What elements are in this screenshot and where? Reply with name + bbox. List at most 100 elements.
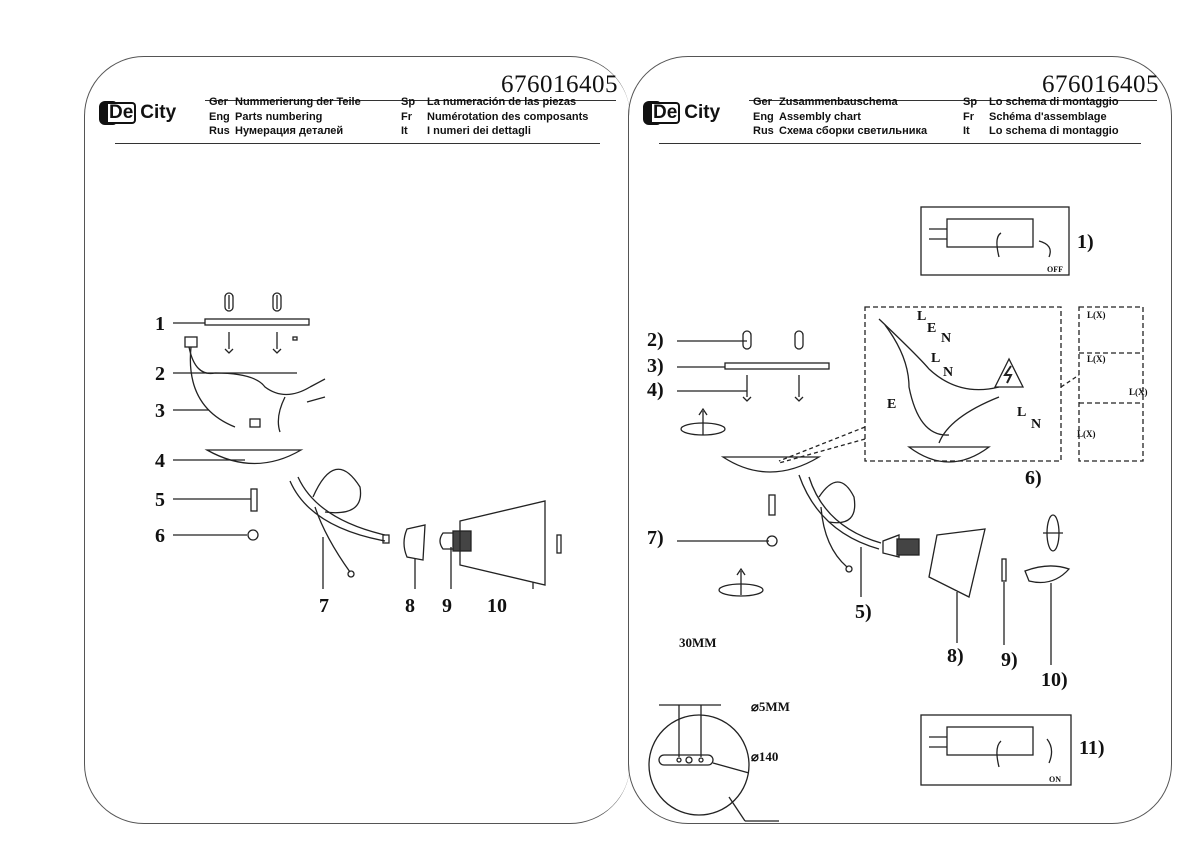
step-label-11: 11) <box>1079 737 1105 759</box>
retaining-ring <box>1001 558 1007 582</box>
flex-cable <box>312 468 362 514</box>
wall-plug-icon <box>272 292 282 312</box>
logo-city: City <box>684 102 721 123</box>
title-right-col: Sp Lo schema di montaggio Fr Schéma d'asse… <box>963 95 1119 139</box>
title-text: Zusammenbauschema <box>779 96 898 108</box>
terminal-block <box>184 336 198 348</box>
lang-code: Eng <box>209 110 230 123</box>
mount-plate-slot <box>658 754 714 766</box>
lang-code: Sp <box>963 96 978 108</box>
wire-prep-box <box>1078 306 1144 462</box>
step-label-6: 6) <box>1025 467 1042 489</box>
wire-label-l2: L <box>931 351 941 366</box>
switch-off-label: OFF <box>1047 265 1063 274</box>
part-8-cup <box>403 524 426 561</box>
part-5-tube <box>250 488 258 512</box>
lang-code: It <box>401 125 408 137</box>
title-text: La numeración de las piezas <box>427 96 577 108</box>
high-voltage-warning-icon <box>993 357 1025 388</box>
canopy <box>720 456 822 473</box>
header-rule-bottom <box>115 143 600 145</box>
detail-label-4: L(X) <box>1077 429 1096 439</box>
step-label-10: 10) <box>1041 669 1068 691</box>
part-label-6: 6 <box>155 525 165 547</box>
lang-code: Sp <box>401 96 416 108</box>
lang-code: Ger <box>753 96 772 108</box>
part-label-10: 10 <box>487 595 507 617</box>
step-label-7: 7) <box>647 527 664 549</box>
logo-de: De <box>108 102 137 124</box>
screw-icon <box>794 375 804 402</box>
lang-code: Eng <box>753 110 774 123</box>
ground-clip <box>249 418 261 428</box>
part-label-1: 1 <box>155 313 165 335</box>
wire-branches <box>277 378 326 433</box>
parts-numbering-page: 676016405 De City Ger Nummerierung der Te… <box>84 56 630 824</box>
lamp-shade <box>928 528 986 598</box>
wire-label-l3: L <box>1017 405 1027 420</box>
part-label-9: 9 <box>442 595 452 617</box>
breaker-switch-icon <box>929 218 1051 258</box>
canopy-base-circle <box>648 714 750 816</box>
breaker-switch-icon <box>929 726 1053 768</box>
title-text: Nummerierung der Teile <box>235 96 361 108</box>
part-label-5: 5 <box>155 489 165 511</box>
rotate-arrow-icon <box>718 567 764 597</box>
brand-logo: De City <box>99 101 176 125</box>
part-label-3: 3 <box>155 400 165 422</box>
lang-code: Fr <box>963 110 974 123</box>
socket <box>896 538 920 556</box>
wire-label-n: N <box>941 331 952 346</box>
header-rule-top <box>749 100 1157 102</box>
brand-logo: De City <box>643 101 720 125</box>
flex-cable <box>818 481 856 524</box>
canopy-detail <box>907 446 991 463</box>
title-text: Lo schema di montaggio <box>989 96 1119 108</box>
step-label-3: 3) <box>647 355 664 377</box>
part-10-shade <box>459 500 546 586</box>
wall-plug-icon <box>224 292 234 312</box>
detail-label-1: L(X) <box>1087 310 1106 320</box>
title-text: Parts numbering <box>235 110 323 123</box>
lang-code: It <box>963 125 970 137</box>
supply-wire <box>878 318 1000 391</box>
screw-icon <box>742 375 752 402</box>
rotate-arrow-icon <box>1043 514 1063 552</box>
lang-code: Rus <box>209 125 230 137</box>
arm-tube <box>289 480 386 542</box>
assembly-chart-page: 676016405 De City Ger Zusammenbauschema E… <box>628 56 1172 824</box>
step-label-9: 9) <box>1001 649 1018 671</box>
part-label-8: 8 <box>405 595 415 617</box>
lang-code: Ger <box>209 96 228 108</box>
hole-leader <box>712 762 750 774</box>
part-label-2: 2 <box>155 363 165 385</box>
candle-bulb-icon <box>1024 565 1071 584</box>
title-text: Schéma d'assemblage <box>989 110 1107 123</box>
lamp-holder-cup <box>882 534 900 558</box>
earth-wire <box>884 324 950 436</box>
retaining-ring <box>556 534 562 554</box>
screw-icon <box>224 332 234 354</box>
breaker-on-panel <box>920 714 1072 786</box>
lang-code: Fr <box>401 110 412 123</box>
part-label-4: 4 <box>155 450 165 472</box>
part-6-knob <box>247 529 259 541</box>
wiring-detail-box <box>864 306 1062 462</box>
header-rule-bottom <box>659 143 1141 145</box>
spacer-tube <box>768 494 776 516</box>
title-text: Assembly chart <box>779 110 861 123</box>
step-label-4: 4) <box>647 379 664 401</box>
mount-spacing-label: 30MM <box>679 635 717 650</box>
canopy <box>204 449 304 465</box>
product-code: 676016405 <box>501 71 618 98</box>
wire-harness <box>188 346 311 396</box>
title-text: Lo schema di montaggio <box>989 125 1119 137</box>
product-code: 676016405 <box>1042 71 1159 98</box>
wire-label-n3: N <box>1031 417 1042 432</box>
assembly-drawing <box>648 206 1144 822</box>
screw-icon <box>272 332 282 354</box>
breaker-off-panel <box>920 206 1070 276</box>
step-label-8: 8) <box>947 645 964 667</box>
